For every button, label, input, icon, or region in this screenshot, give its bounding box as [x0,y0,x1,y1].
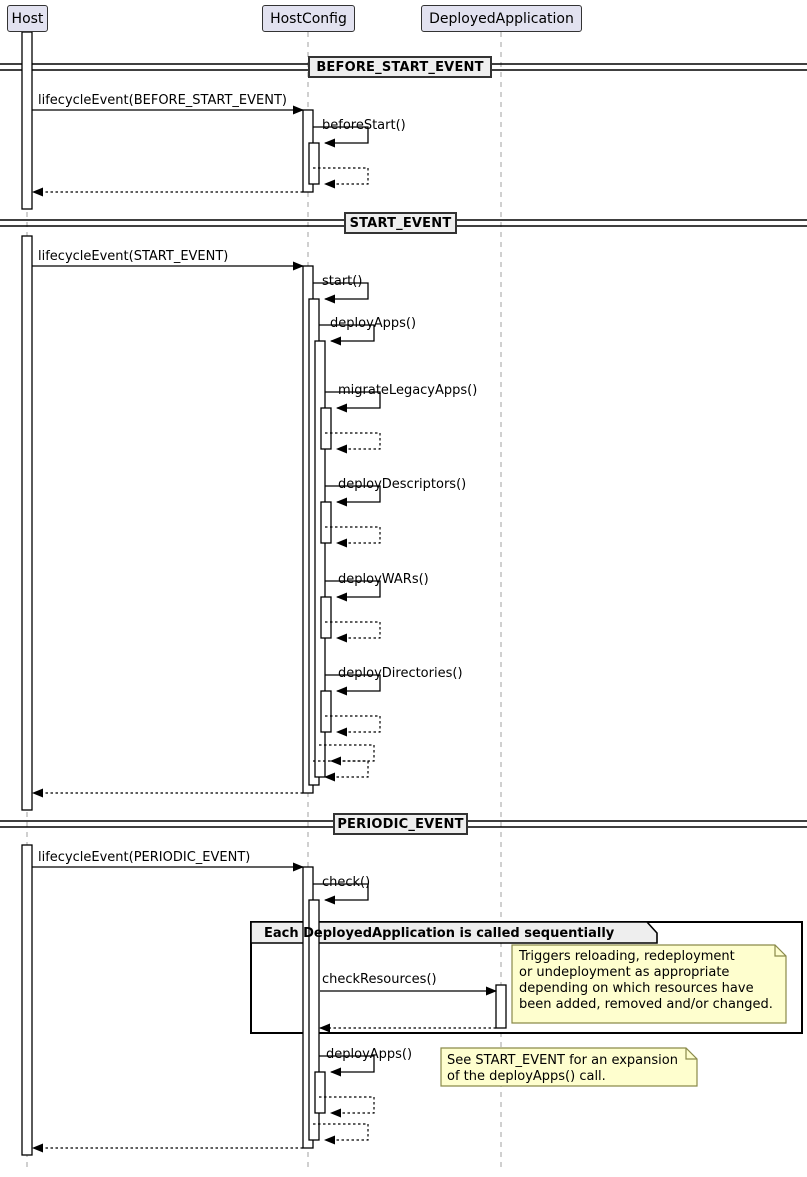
message-label-lifecycle-start: lifecycleEvent(START_EVENT) [38,249,229,264]
participant-hostconfig[interactable]: HostConfig [262,5,355,32]
message-label-deploy-apps: deployApps() [330,316,417,331]
message-label-deploy-wars: deployWARs() [338,572,429,587]
message-label-deploy-descriptors: deployDescriptors() [338,477,467,492]
message-label-deploy-apps-periodic: deployApps() [326,1047,413,1062]
divider-before-start-event: BEFORE_START_EVENT [308,56,492,78]
arrows-group [32,105,497,1153]
frames-group [0,63,807,1087]
divider-before-start-event-label: BEFORE_START_EVENT [316,59,484,75]
message-label-migrate-legacy-apps: migrateLegacyApps() [338,383,478,398]
message-label-before-start: beforeStart() [322,118,406,133]
message-label-start: start() [322,274,363,289]
participant-hostconfig-label: HostConfig [270,10,347,27]
note-check-resources-text: Triggers reloading, redeployment or unde… [519,949,773,1012]
lifelines-group [26,32,502,1170]
participant-deployedapplication-label: DeployedApplication [429,10,574,27]
message-label-deploy-directories: deployDirectories() [338,666,463,681]
participant-host[interactable]: Host [7,5,48,32]
participant-deployedapplication[interactable]: DeployedApplication [421,5,582,32]
activations-group [21,31,507,1156]
participant-host-label: Host [11,10,44,27]
message-label-lifecycle-periodic: lifecycleEvent(PERIODIC_EVENT) [38,850,251,865]
group-title-each-deployed-application: Each DeployedApplication is called seque… [264,926,615,941]
message-label-check-resources: checkResources() [322,972,437,987]
divider-periodic-event: PERIODIC_EVENT [333,813,468,835]
divider-periodic-event-label: PERIODIC_EVENT [337,816,464,832]
note-deploy-apps-text: See START_EVENT for an expansion of the … [447,1053,678,1084]
message-label-check: check() [322,875,371,890]
message-label-lifecycle-before-start: lifecycleEvent(BEFORE_START_EVENT) [38,93,287,108]
divider-start-event-label: START_EVENT [349,215,452,231]
divider-start-event: START_EVENT [344,212,457,234]
